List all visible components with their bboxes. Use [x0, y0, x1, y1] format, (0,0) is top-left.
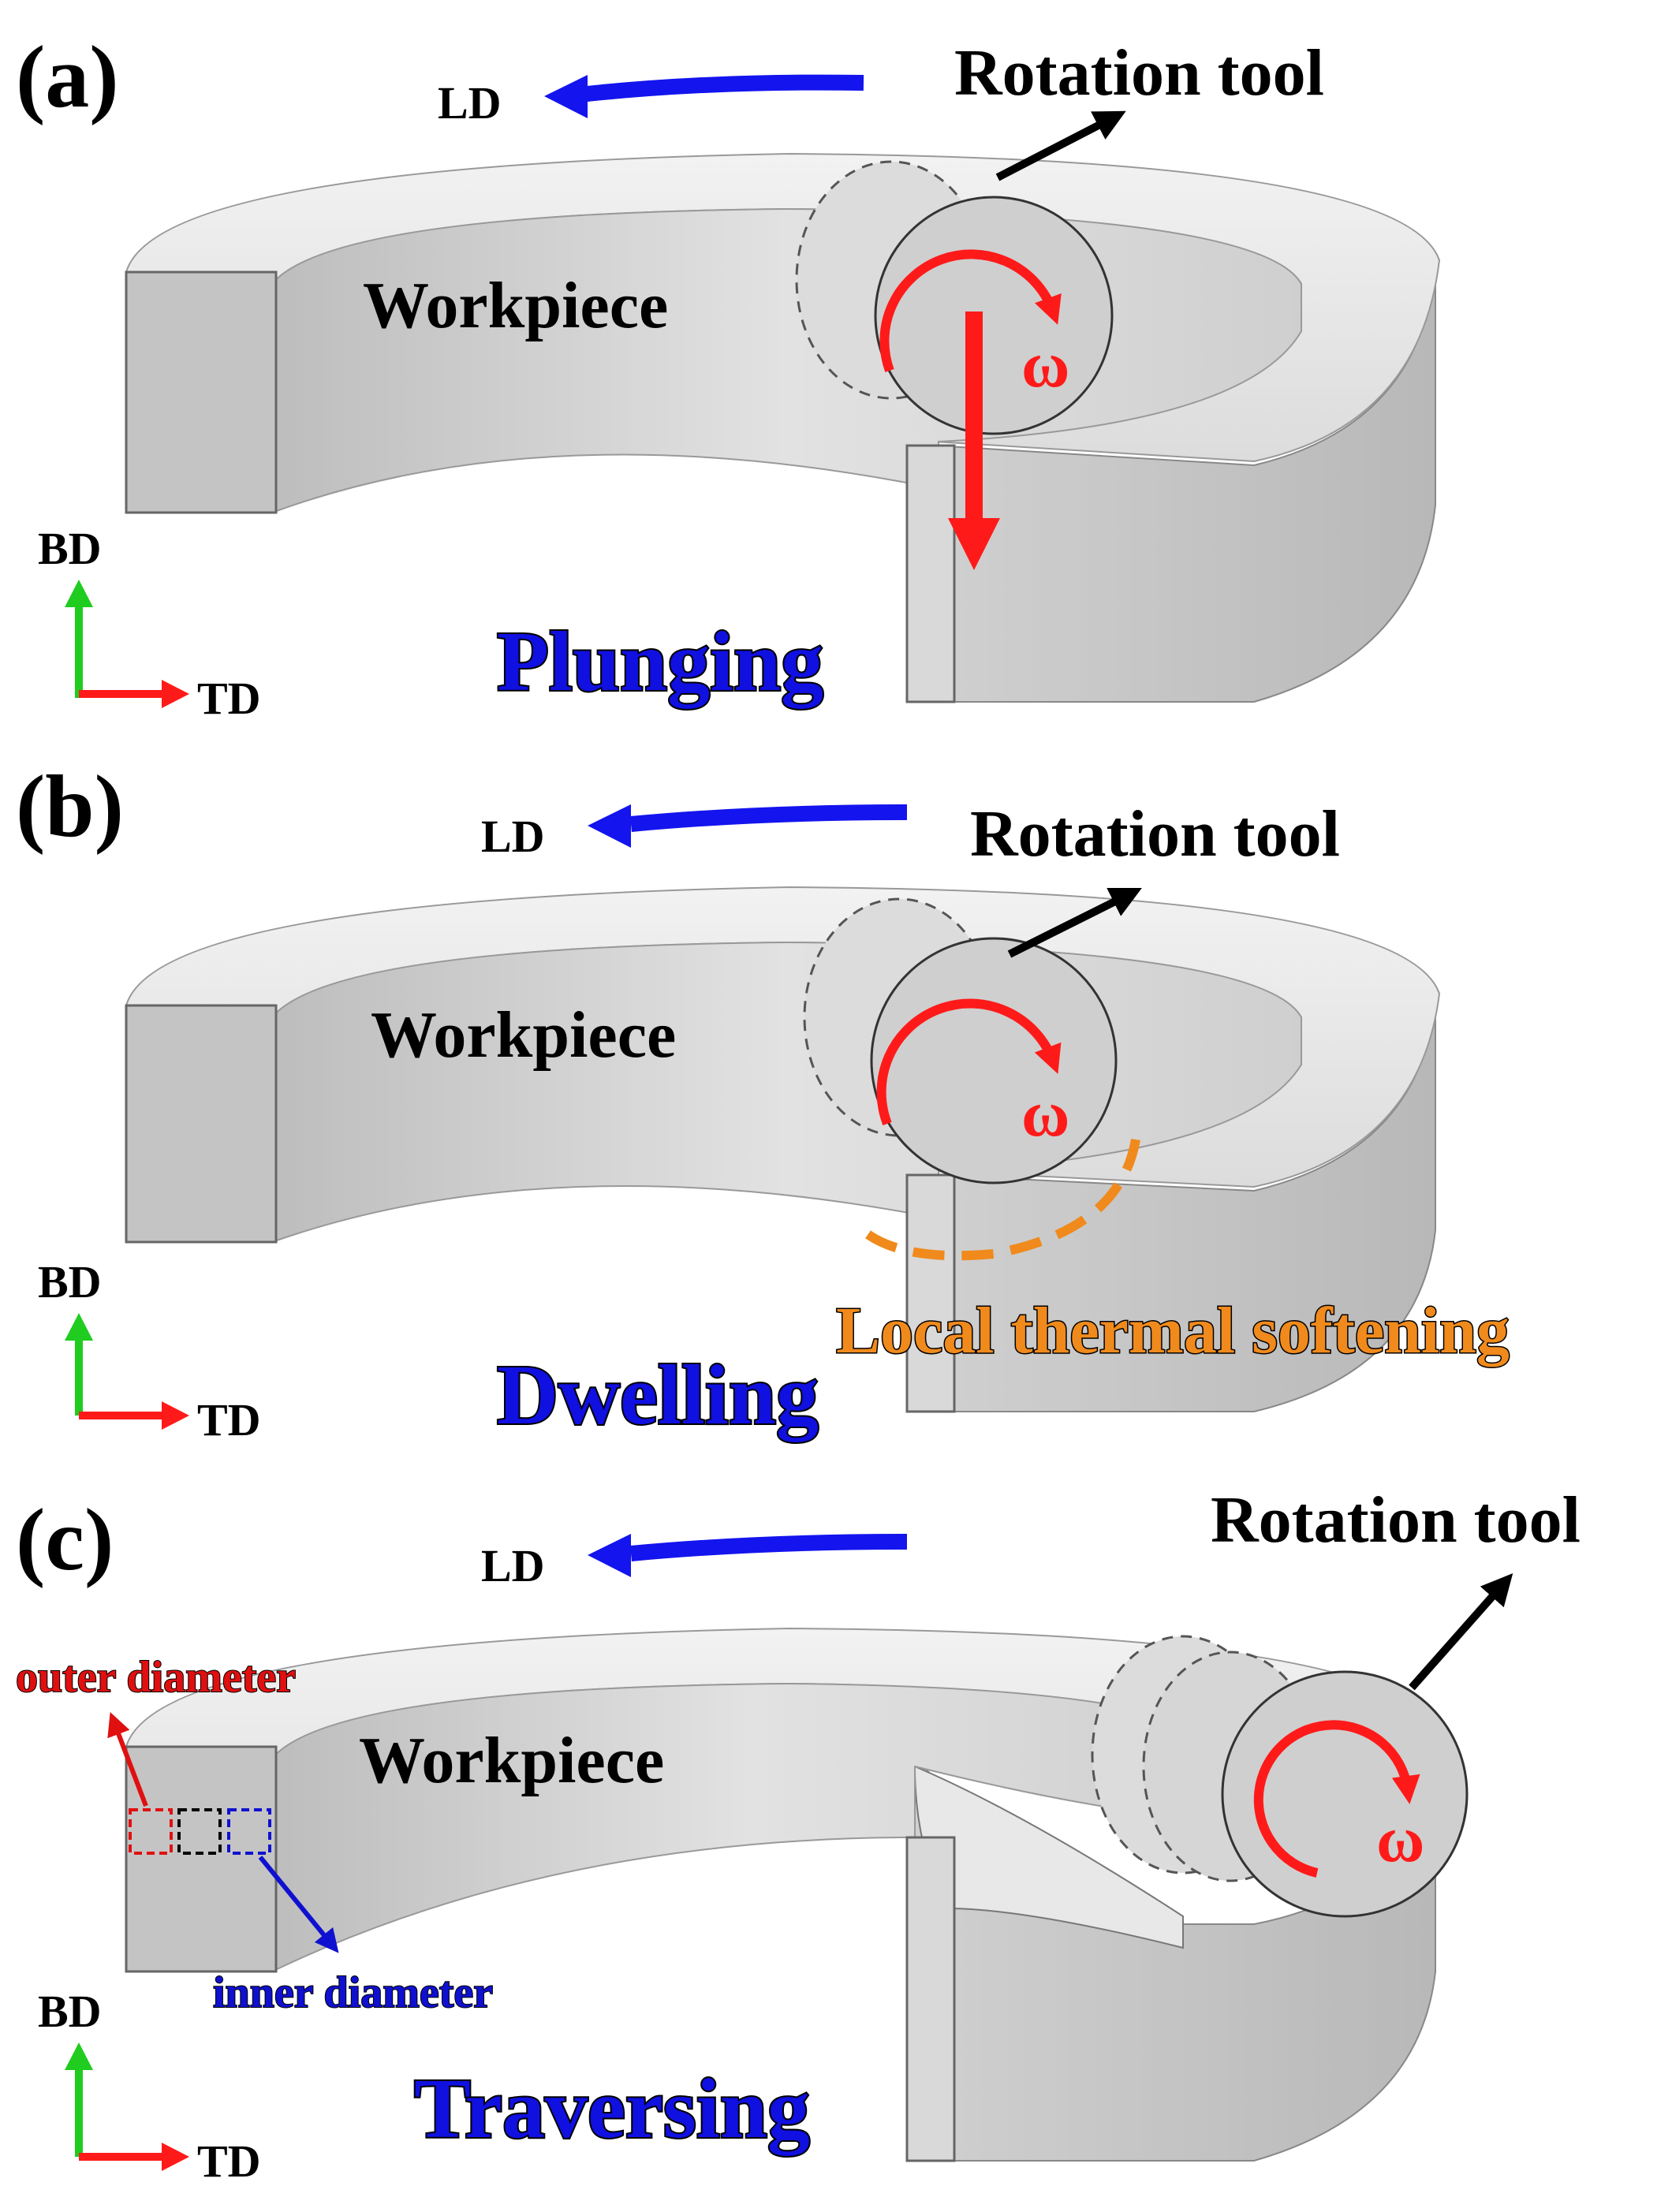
- panel-letter: (a): [16, 28, 119, 126]
- tool-pointer-arrow: [1409, 1573, 1513, 1691]
- inner-diameter-box: [227, 1808, 271, 1855]
- workpiece-cut-face: [125, 1004, 278, 1244]
- panel-b: (b) Rotation tool Workpiece ω LD Local t…: [16, 758, 1510, 1445]
- middle-box: [177, 1808, 222, 1855]
- td-label: TD: [197, 1394, 261, 1445]
- omega-label: ω: [1021, 1077, 1069, 1151]
- inner-diameter-label: inner diameter: [213, 1968, 493, 2017]
- workpiece-outer-wall: [934, 267, 1436, 703]
- bd-label: BD: [38, 1986, 102, 2037]
- tool-label: Rotation tool: [954, 36, 1324, 110]
- softening-label: Local thermal softening: [836, 1294, 1510, 1367]
- ld-arrowhead: [544, 75, 588, 118]
- workpiece-cut-face: [125, 1745, 278, 1973]
- td-label: TD: [197, 673, 261, 724]
- panel-letter: (b): [16, 758, 124, 856]
- ld-label: LD: [481, 1540, 545, 1591]
- td-label: TD: [197, 2136, 261, 2187]
- ld-label: LD: [438, 77, 502, 129]
- ld-arrowhead: [588, 804, 631, 848]
- bd-arrowhead: [65, 2042, 93, 2070]
- ld-label: LD: [481, 811, 545, 862]
- tool-pointer-arrow: [1007, 888, 1142, 958]
- workpiece-outer-wall: [934, 1001, 1436, 1412]
- ld-arrow: [630, 804, 908, 832]
- workpiece-cut-face-right: [905, 1173, 956, 1413]
- td-arrowhead: [162, 680, 189, 708]
- step-label: Traversing: [414, 2062, 810, 2156]
- workpiece-label: Workpiece: [359, 1724, 664, 1797]
- bd-label: BD: [38, 523, 102, 574]
- bd-arrowhead: [65, 580, 93, 607]
- omega-label: ω: [1021, 328, 1069, 401]
- workpiece-label: Workpiece: [363, 269, 668, 342]
- bd-arrowhead: [65, 1313, 93, 1341]
- workpiece-cut-face-right: [905, 444, 956, 703]
- rotation-tool-face: [874, 196, 1114, 435]
- outer-diameter-box: [129, 1808, 173, 1855]
- outer-diameter-arrow: [107, 1711, 148, 1807]
- workpiece-cut-face: [125, 270, 278, 514]
- rotation-arrow: [876, 998, 1062, 1126]
- workpiece-cut-face-right: [905, 1836, 956, 2162]
- panel-letter: (c): [16, 1491, 114, 1589]
- tool-pointer-arrow: [995, 110, 1126, 181]
- panel-c: (c) Rotation tool Workpiece ω LD outer d…: [15, 1483, 1581, 2187]
- omega-label: ω: [1376, 1803, 1424, 1876]
- inner-diameter-arrow: [258, 1856, 339, 1953]
- panel-a: (a) Rotation tool Workpiece ω LD Plungin…: [16, 28, 1441, 724]
- workpiece-label: Workpiece: [371, 998, 676, 1072]
- step-label: Plunging: [497, 615, 823, 709]
- tool-label: Rotation tool: [970, 797, 1340, 871]
- rotation-arrow: [879, 249, 1062, 373]
- td-arrowhead: [162, 1401, 189, 1430]
- rotation-tool-face: [870, 937, 1118, 1184]
- ld-arrow: [630, 1534, 908, 1561]
- ld-arrowhead: [588, 1534, 631, 1577]
- ld-arrow: [578, 74, 864, 103]
- td-arrowhead: [162, 2143, 189, 2171]
- step-label: Dwelling: [497, 1348, 819, 1442]
- rotation-arrow: [1253, 1720, 1420, 1878]
- tool-label: Rotation tool: [1211, 1483, 1581, 1557]
- outer-diameter-label: outer diameter: [16, 1653, 296, 1702]
- bd-label: BD: [38, 1256, 102, 1307]
